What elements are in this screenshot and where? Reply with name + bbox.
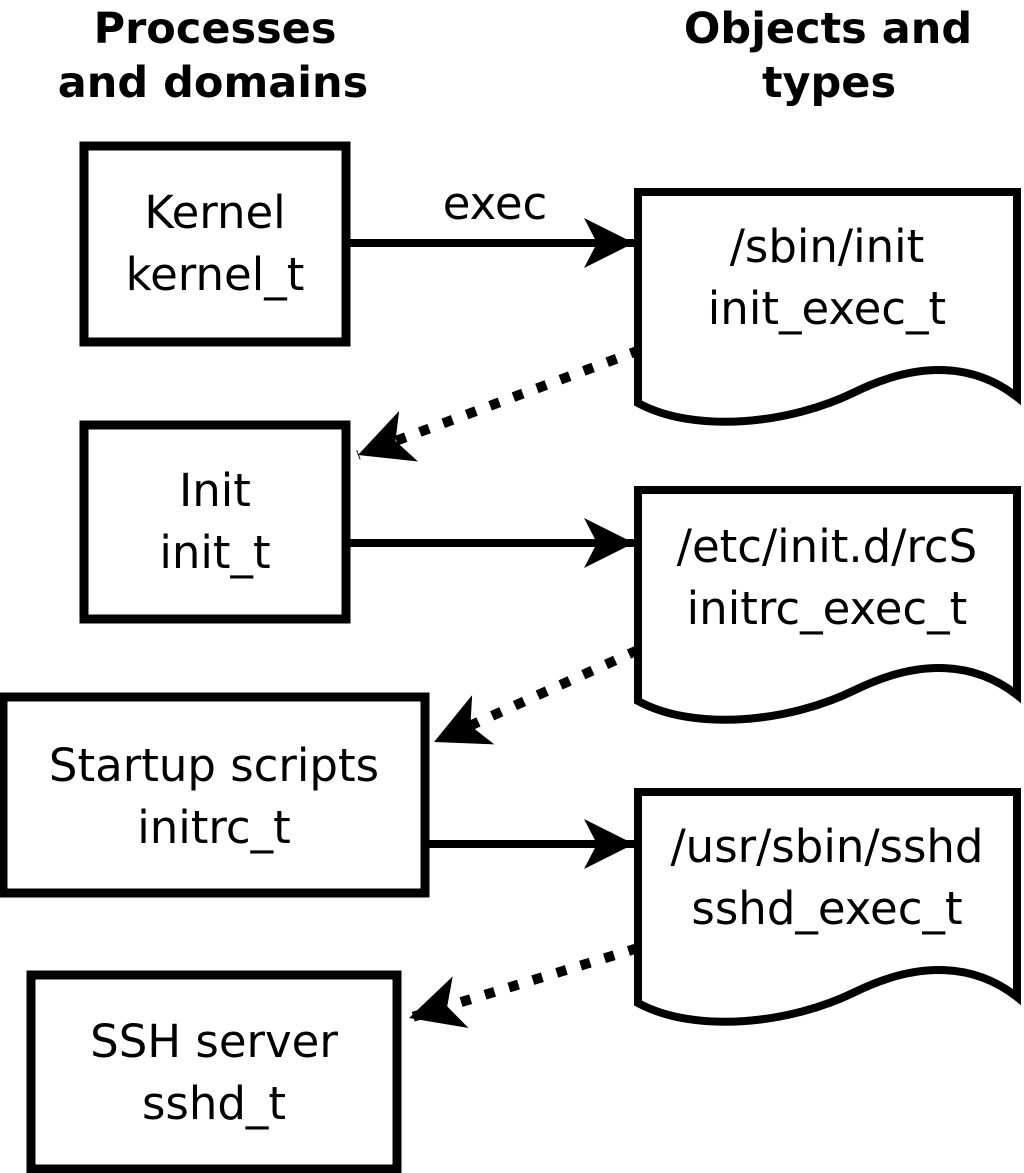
process-box-kernel-rect: [79, 141, 351, 347]
object-etc-initd-rcS-path: /etc/init.d/rcS: [677, 520, 977, 573]
object-doc-etc-initd-rcS: /etc/init.d/rcS initrc_exec_t: [634, 486, 1021, 724]
object-usr-sbin-sshd-path: /usr/sbin/sshd: [671, 820, 984, 873]
object-etc-initd-rcS-type: initrc_exec_t: [687, 582, 968, 635]
right-header-line1: Objects and: [684, 4, 972, 54]
process-box-startup-scripts-rect: [0, 692, 430, 898]
process-kernel-domain: kernel_t: [126, 248, 305, 301]
object-doc-sbin-init-shape: [634, 188, 1021, 426]
dotted-arrow-init-exec-to-init-t: [356, 345, 642, 462]
process-startup-scripts-domain: initrc_t: [137, 801, 291, 854]
object-sbin-init-path: /sbin/init: [730, 220, 925, 273]
object-doc-sbin-init: /sbin/init init_exec_t: [634, 188, 1021, 426]
process-box-startup-scripts: Startup scripts initrc_t: [0, 692, 430, 898]
left-column-header: Processes and domains: [58, 4, 368, 108]
object-doc-usr-sbin-sshd-shape: [634, 788, 1021, 1026]
process-box-ssh-server: SSH server sshd_t: [26, 970, 402, 1173]
process-startup-scripts-name: Startup scripts: [49, 739, 379, 792]
dotted-arrow-initrc-exec-to-initrc-t: [431, 645, 641, 747]
process-box-init-rect: [79, 420, 351, 624]
process-box-kernel: Kernel kernel_t: [79, 141, 351, 347]
left-header-line1: Processes: [94, 4, 337, 54]
right-column-header: Objects and types: [684, 4, 972, 108]
right-header-line2: types: [762, 58, 896, 108]
process-init-domain: init_t: [159, 526, 270, 579]
process-box-init: Init init_t: [79, 420, 351, 624]
process-ssh-server-domain: sshd_t: [142, 1077, 286, 1130]
process-box-ssh-server-rect: [26, 970, 402, 1173]
object-doc-etc-initd-rcS-shape: [634, 486, 1021, 724]
object-usr-sbin-sshd-type: sshd_exec_t: [691, 882, 962, 935]
exec-arrow-label: exec: [443, 177, 548, 230]
process-ssh-server-name: SSH server: [90, 1015, 338, 1068]
object-sbin-init-type: init_exec_t: [708, 282, 946, 335]
left-header-line2: and domains: [58, 58, 368, 108]
process-init-name: Init: [179, 464, 251, 517]
process-kernel-name: Kernel: [144, 186, 285, 239]
object-doc-usr-sbin-sshd: /usr/sbin/sshd sshd_exec_t: [634, 788, 1021, 1026]
dotted-arrow-sshd-exec-to-sshd-t: [407, 943, 640, 1029]
